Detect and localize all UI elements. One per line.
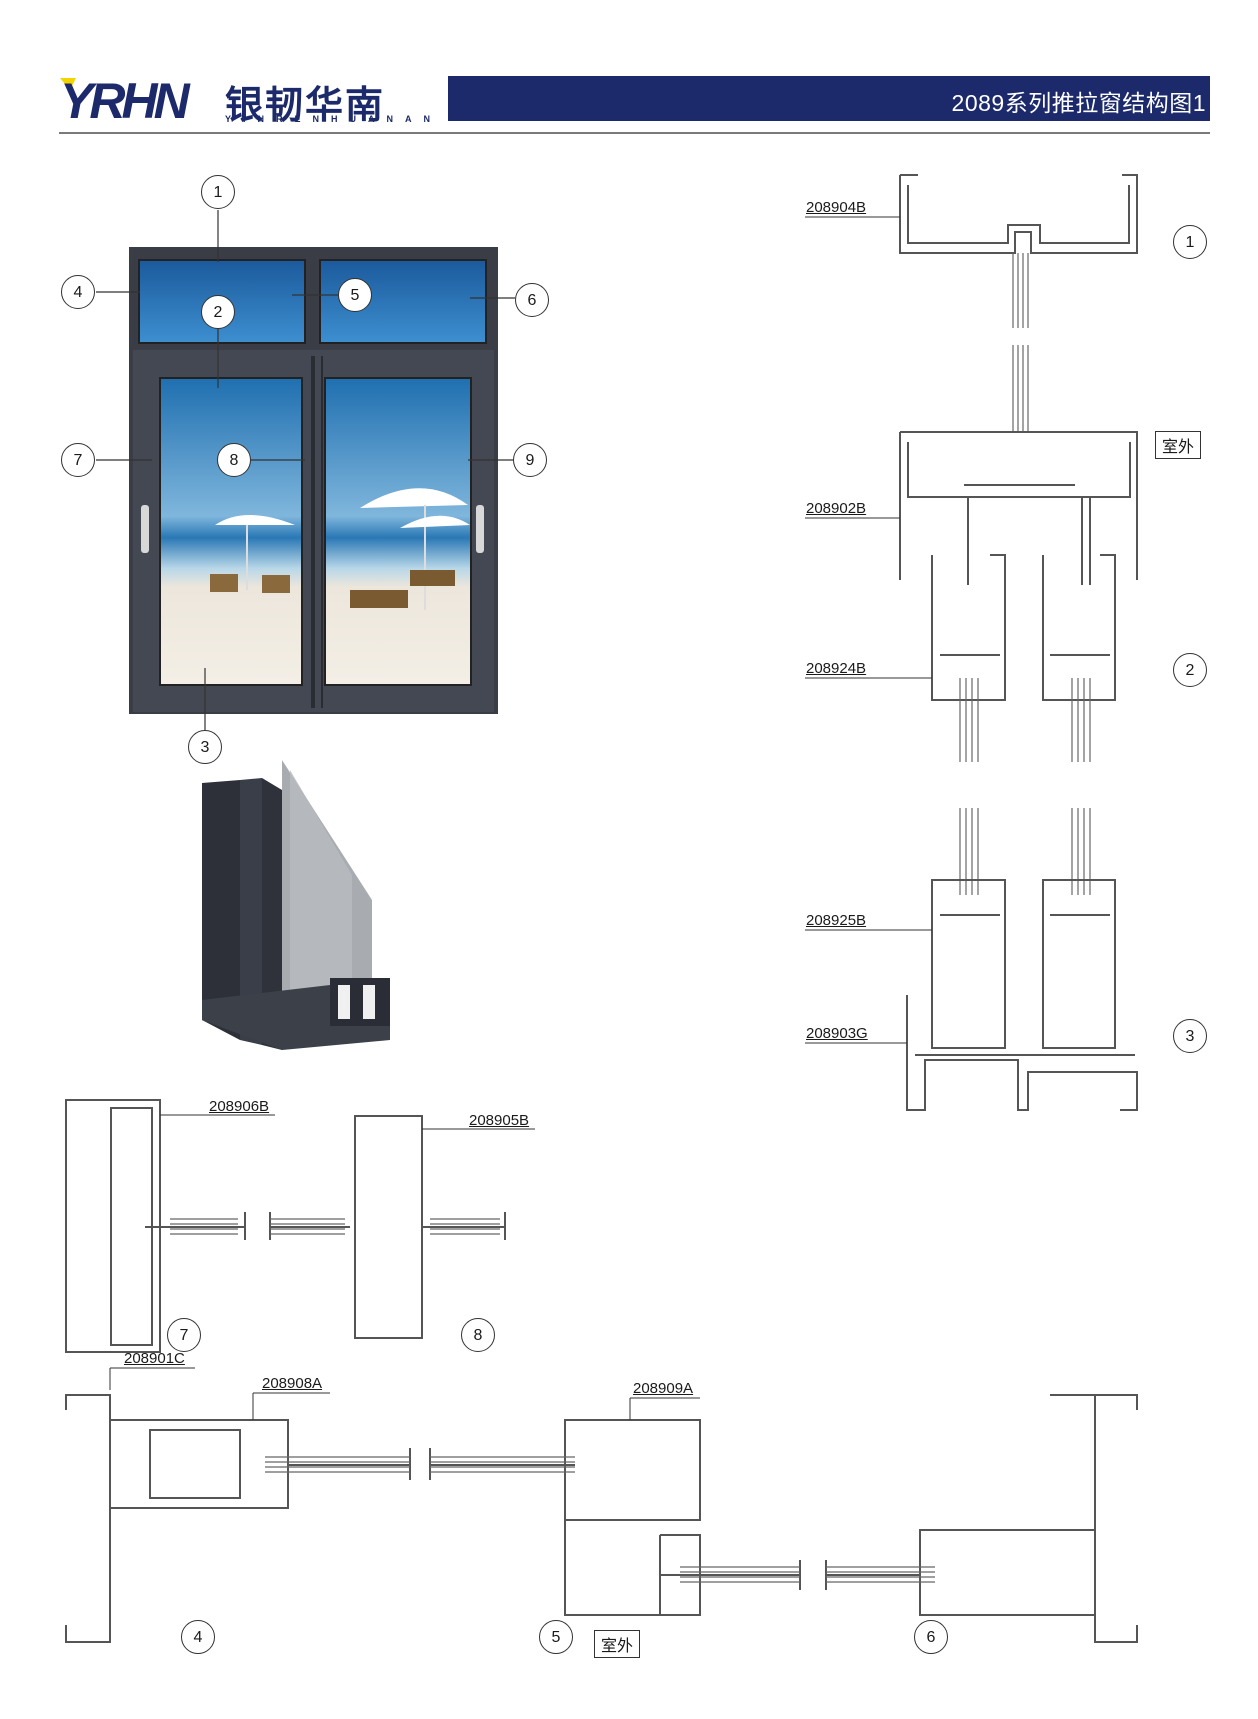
page-title: 2089系列推拉窗结构图1 — [951, 90, 1206, 116]
title-bar — [448, 76, 1210, 121]
callout-4: 4 — [61, 275, 95, 309]
corner-section-3d — [202, 760, 390, 1050]
callout-3: 3 — [188, 730, 222, 764]
section-callout-5: 5 — [539, 1620, 573, 1654]
header-divider — [59, 132, 1210, 134]
profile-label-208902B: 208902B — [806, 500, 867, 517]
callout-6: 6 — [515, 283, 549, 317]
profile-label-208904B: 208904B — [806, 199, 867, 216]
profile-sections — [65, 174, 1138, 1643]
logo-mark-icon: YRHN — [60, 73, 195, 129]
brand-chinese-name: 银韧华南 — [225, 85, 386, 127]
profile-label-208909A: 208909A — [633, 1380, 694, 1397]
section-callout-3: 3 — [1173, 1019, 1207, 1053]
svg-text:YRHN: YRHN — [60, 74, 191, 124]
brand-pinyin: YINRENHUANAN — [225, 114, 443, 124]
outdoor-label-bottom: 室外 — [594, 1630, 641, 1658]
window-illustration — [96, 210, 515, 730]
section-callout-7: 7 — [167, 1318, 201, 1352]
profile-label-208925B: 208925B — [806, 912, 867, 929]
callout-9: 9 — [513, 443, 547, 477]
section-callout-1: 1 — [1173, 225, 1207, 259]
profile-label-208908A: 208908A — [262, 1375, 323, 1392]
glass-hatching — [170, 1218, 935, 1583]
profile-label-208905B: 208905B — [469, 1112, 530, 1129]
brand-logo: YRHN — [60, 73, 440, 129]
profile-label-208906B: 208906B — [209, 1098, 270, 1115]
outdoor-label-top: 室外 — [1155, 431, 1202, 459]
profile-label-208924B: 208924B — [806, 660, 867, 677]
label-leaders — [109, 216, 932, 1420]
callout-7: 7 — [61, 443, 95, 477]
profile-label-208901C: 208901C — [124, 1350, 185, 1367]
section-callout-4: 4 — [181, 1620, 215, 1654]
callout-1: 1 — [201, 175, 235, 209]
callout-2: 2 — [201, 295, 235, 329]
section-callout-8: 8 — [461, 1318, 495, 1352]
section-callout-2: 2 — [1173, 653, 1207, 687]
callout-5: 5 — [338, 278, 372, 312]
section-callout-6: 6 — [914, 1620, 948, 1654]
callout-8: 8 — [217, 443, 251, 477]
profile-label-208903G: 208903G — [806, 1025, 868, 1042]
